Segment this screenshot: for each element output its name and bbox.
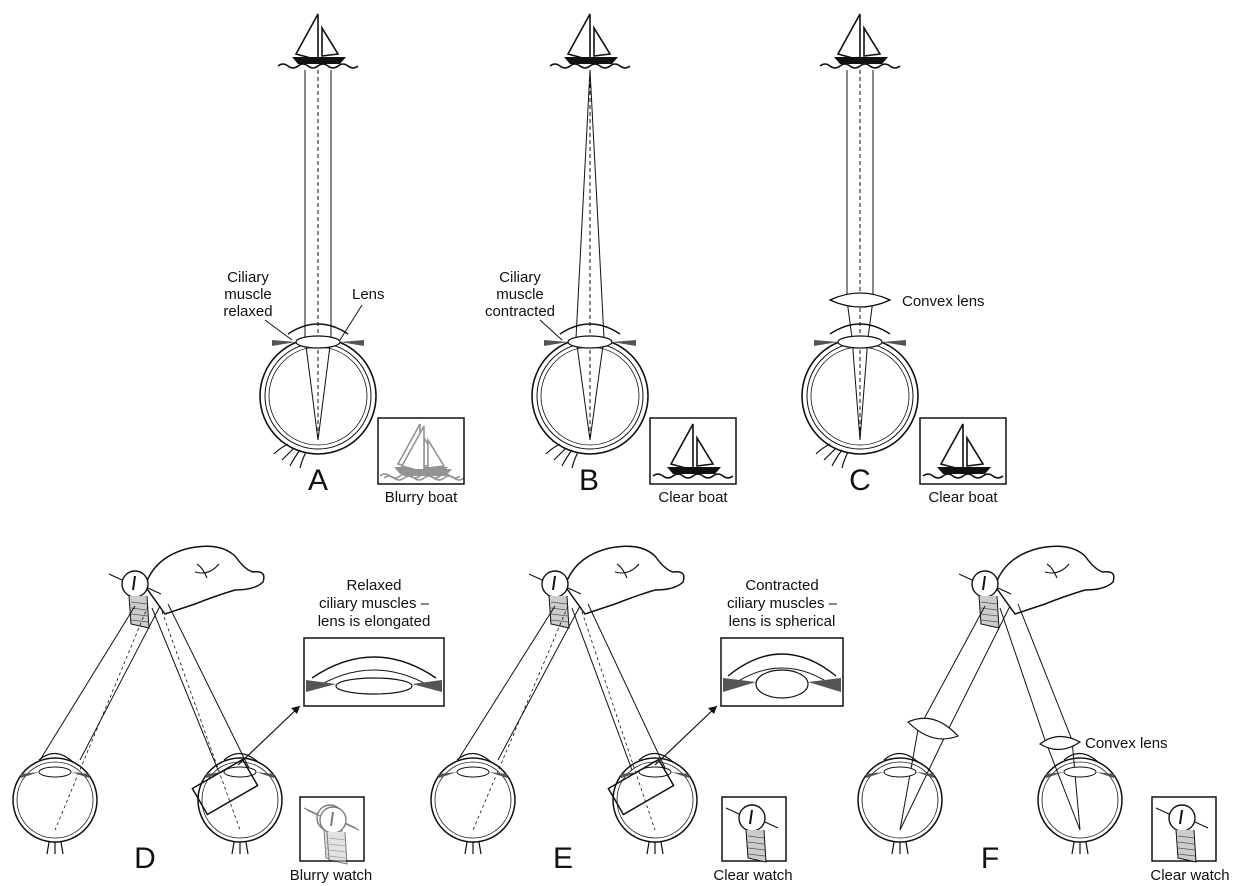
inset-caption-e: Clear watch bbox=[713, 867, 792, 884]
right-eye-icon bbox=[197, 752, 283, 855]
label-ciliary-a-1: Ciliary bbox=[227, 269, 269, 286]
label-ciliary-a-2: muscle bbox=[224, 286, 272, 303]
right-eye-icon bbox=[612, 752, 698, 855]
zoom-caption-e-3: lens is spherical bbox=[729, 613, 836, 630]
hand-with-wristwatch-icon bbox=[109, 546, 264, 628]
zoom-caption-d-1: Relaxed bbox=[346, 577, 401, 594]
convex-lens-c bbox=[828, 292, 892, 308]
left-eye-icon bbox=[12, 752, 98, 855]
label-convex-lens-c: Convex lens bbox=[902, 293, 985, 310]
label-convex-lens-f: Convex lens bbox=[1085, 735, 1168, 752]
panel-b: Ciliary muscle contracted B Clear boat bbox=[485, 13, 737, 506]
inset-caption-c: Clear boat bbox=[928, 489, 998, 506]
panel-letter-e: E bbox=[553, 842, 573, 875]
zoom-region-box bbox=[607, 758, 675, 816]
zoom-caption-e-1: Contracted bbox=[745, 577, 818, 594]
convex-lens-f-left bbox=[906, 717, 960, 740]
panel-d: Relaxed ciliary muscles – lens is elonga… bbox=[12, 546, 445, 884]
zoom-detail-box bbox=[303, 637, 445, 707]
label-ciliary-b-1: Ciliary bbox=[499, 269, 541, 286]
panel-c: Convex lens C Clear boat bbox=[801, 13, 1007, 506]
panel-letter-a: A bbox=[308, 464, 328, 497]
sailboat-icon bbox=[819, 13, 901, 69]
panel-letter-f: F bbox=[981, 842, 999, 875]
panel-e: Contracted ciliary muscles – lens is sph… bbox=[430, 546, 844, 884]
left-eye-icon bbox=[430, 752, 516, 855]
sailboat-icon bbox=[549, 13, 631, 69]
zoom-caption-d-3: lens is elongated bbox=[318, 613, 431, 630]
convex-lens-f-right bbox=[1038, 735, 1082, 751]
sailboat-icon bbox=[277, 13, 359, 69]
zoom-region-box bbox=[191, 758, 259, 816]
inset-caption-d: Blurry watch bbox=[290, 867, 373, 884]
inset-caption-a: Blurry boat bbox=[385, 489, 458, 506]
label-lens-a: Lens bbox=[352, 286, 385, 303]
panel-letter-d: D bbox=[134, 842, 156, 875]
panel-letter-b: B bbox=[579, 464, 599, 497]
hand-with-wristwatch-icon bbox=[959, 546, 1114, 628]
hand-with-wristwatch-icon bbox=[529, 546, 684, 628]
label-ciliary-a-3: relaxed bbox=[223, 303, 272, 320]
panel-a: Ciliary muscle relaxed Lens A Blurry boa… bbox=[223, 13, 465, 506]
zoom-caption-e-2: ciliary muscles – bbox=[727, 595, 838, 612]
inset-caption-f: Clear watch bbox=[1150, 867, 1229, 884]
label-ciliary-b-3: contracted bbox=[485, 303, 555, 320]
inset-caption-b: Clear boat bbox=[658, 489, 728, 506]
right-eye-icon bbox=[1037, 752, 1123, 855]
panel-letter-c: C bbox=[849, 464, 871, 497]
zoom-caption-d-2: ciliary muscles – bbox=[319, 595, 430, 612]
panel-f: Convex lens F Clear watch bbox=[857, 546, 1230, 884]
label-ciliary-b-2: muscle bbox=[496, 286, 544, 303]
